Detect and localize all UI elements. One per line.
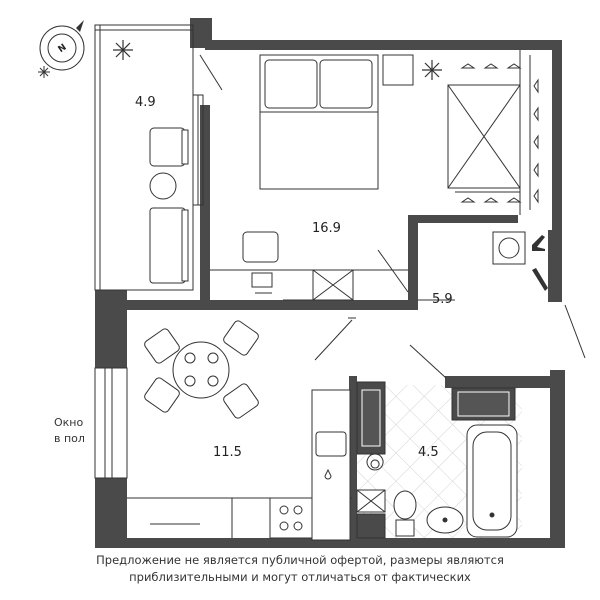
compass-label: N <box>57 43 69 56</box>
shoe-icons <box>532 235 548 291</box>
window-note-line2: в пол <box>54 432 85 445</box>
area-label-balcony: 4.9 <box>135 95 156 110</box>
window-note-line1: Окно <box>54 416 83 429</box>
kitchen-window <box>94 367 128 479</box>
area-label-bedroom: 16.9 <box>312 221 341 236</box>
walls <box>95 18 565 548</box>
area-label-bathroom: 4.5 <box>418 445 439 460</box>
disclaimer-line1: Предложение не является публичной оферто… <box>96 553 504 567</box>
dining-table <box>172 341 230 399</box>
compass-icon <box>38 20 85 78</box>
bathroom-fixtures <box>356 381 518 539</box>
kitchen-counter <box>150 389 351 541</box>
balcony-furniture <box>149 127 189 284</box>
doors <box>314 249 586 379</box>
wardrobe-unit <box>447 55 531 210</box>
disclaimer: Предложение не является публичной оферто… <box>0 552 600 586</box>
desk-area <box>210 231 408 301</box>
dining-chairs <box>144 320 259 419</box>
area-label-wardrobe: 5.9 <box>432 292 453 307</box>
hanger-icons <box>460 63 539 204</box>
balcony-window <box>192 54 223 206</box>
bed <box>259 54 379 190</box>
nightstand <box>382 54 414 86</box>
area-label-kitchen: 11.5 <box>213 445 242 460</box>
disclaimer-line2: приблизительными и могут отличаться от ф… <box>129 570 471 584</box>
washing-machine <box>492 231 526 265</box>
